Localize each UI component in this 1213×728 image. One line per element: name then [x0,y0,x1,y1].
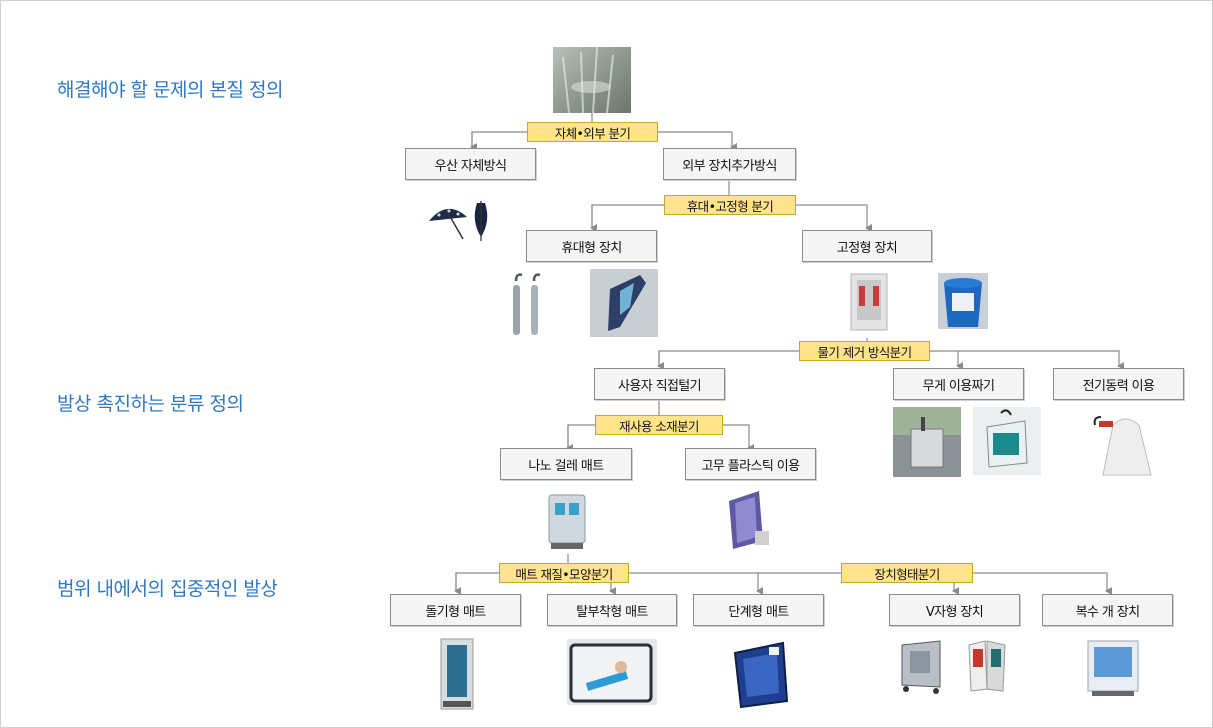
branch-reusable-material: 재사용 소재분기 [595,415,723,435]
open-umbrella-photo [429,201,488,241]
node-user-shaking: 사용자 직접털기 [594,368,725,400]
node-bump-mat: 돌기형 매트 [390,594,521,626]
step-mat-photo [733,641,789,709]
multi-device-photo [1087,640,1139,696]
node-external-device: 외부 장치추가방식 [663,148,796,180]
branch-water-removal: 물기 제거 방식분기 [799,341,930,361]
node-electric-power: 전기동력 이용 [1053,368,1184,400]
rubber-plastic-photo [729,491,769,549]
node-weight-squeeze: 무게 이용짜기 [893,368,1024,400]
weight-device-photo-1 [893,407,961,477]
folded-umbrellas-photo [513,273,541,335]
weight-device-photo-2 [973,407,1041,475]
bump-mat-photo [440,638,474,710]
branch-portable-fixed: 휴대•고정형 분기 [664,195,796,215]
nano-mat-photo [548,494,586,549]
node-nano-mat: 나노 걸레 매트 [500,448,632,480]
v-device-photo-2 [968,640,1006,692]
node-multiple-devices: 복수 개 장치 [1042,594,1173,626]
umbrella-bag-photo [590,269,658,337]
branch-device-shape: 장치형태분기 [841,563,973,583]
label-focused-ideation: 범위 내에서의 집중적인 발상 [57,578,278,600]
blue-bin-photo [938,273,988,329]
branch-mat-material-shape: 매트 재질•모양분기 [499,563,629,583]
detachable-mat-photo [567,639,657,705]
node-detachable-mat: 탈부착형 매트 [547,594,677,626]
v-device-photo-1 [901,640,941,694]
electric-device-photo [1083,407,1159,479]
wet-floor-photo [553,47,631,113]
label-problem-definition: 해결해야 할 문제의 본질 정의 [57,79,283,101]
branch-self-external: 자체•외부 분기 [527,122,658,142]
node-rubber-plastic: 고무 플라스틱 이용 [685,448,816,480]
fixed-stand-photo [850,273,888,331]
node-portable-device: 휴대형 장치 [526,230,657,262]
node-step-mat: 단계형 매트 [693,594,824,626]
node-v-device: V자형 장치 [889,594,1020,626]
node-fixed-device: 고정형 장치 [802,230,932,262]
node-umbrella-self: 우산 자체방식 [405,148,536,180]
label-classification-definition: 발상 촉진하는 분류 정의 [57,393,244,415]
